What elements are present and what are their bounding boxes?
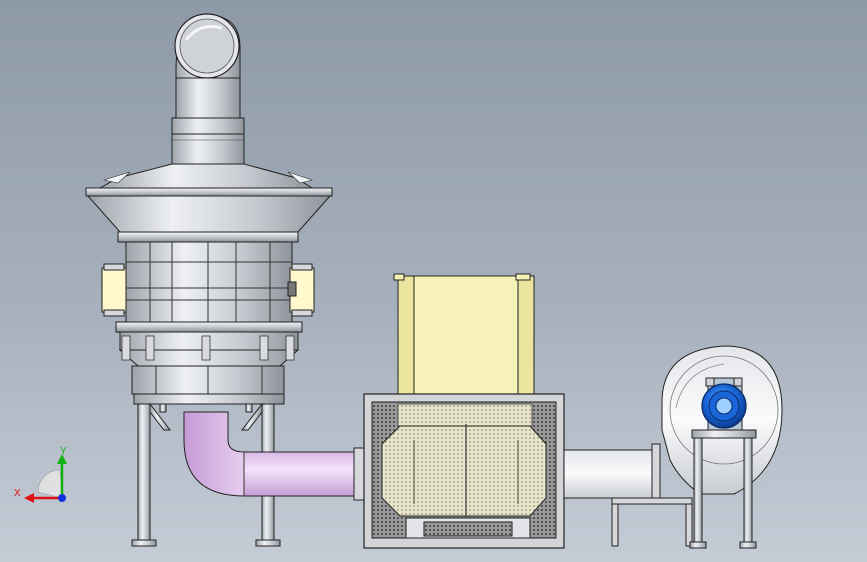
reactor-cage[interactable] (101, 241, 315, 395)
y-arrow-head-icon (57, 454, 67, 464)
cyclone-hood[interactable] (85, 163, 333, 243)
elbow-duct[interactable] (183, 411, 365, 501)
x-arrow-head-icon (24, 493, 34, 503)
stack[interactable] (171, 13, 245, 165)
transition-duct[interactable] (563, 443, 693, 547)
fan-stand[interactable] (689, 429, 757, 549)
filter-hopper[interactable] (393, 273, 535, 395)
y-axis-label: Y (60, 446, 67, 457)
filter-box[interactable] (363, 393, 565, 549)
fan-motor[interactable] (701, 377, 747, 435)
coordinate-triad: Y X (14, 446, 67, 503)
x-axis-label: X (14, 488, 21, 499)
z-axis-dot (58, 494, 66, 502)
